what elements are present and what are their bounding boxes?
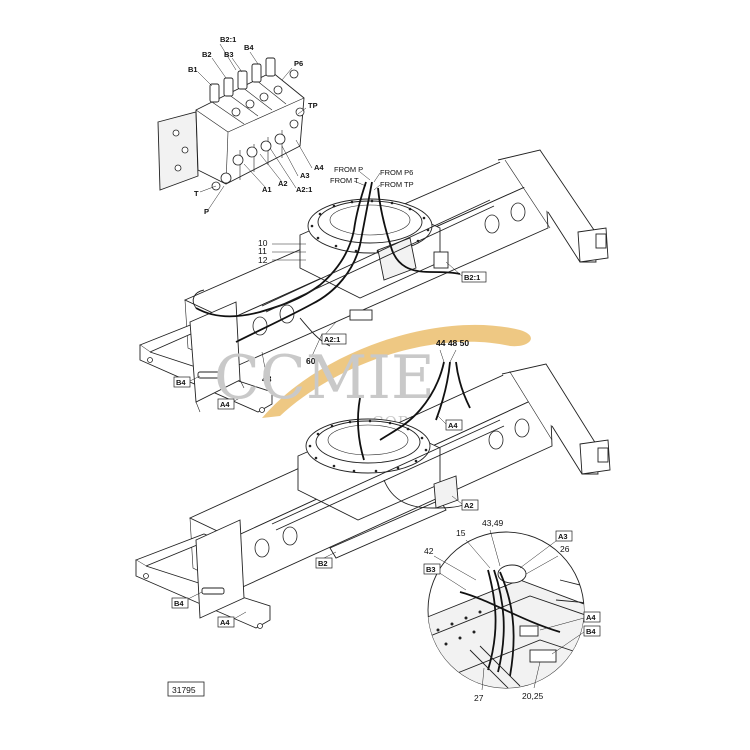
label-a2-1: A2:1 (296, 185, 312, 194)
watermark-swoosh (262, 324, 531, 418)
label-from-p6: FROM P6 (380, 168, 413, 177)
ref-b4-lower: B4 (174, 599, 184, 608)
ref-20-25: 20,25 (522, 691, 544, 701)
label-tp: TP (308, 101, 318, 110)
lower-hoses (271, 361, 505, 531)
drawing-number-box: 31795 (167, 681, 205, 697)
ref-44-48-50: 44 48 50 (436, 338, 469, 348)
flow-labels: FROM P FROM P6 FROM T FROM TP (330, 165, 414, 191)
upper-hoses (192, 181, 495, 347)
watermark-brand: CCMIE (214, 343, 435, 413)
ref-12: 12 (258, 255, 268, 265)
label-from-t: FROM T (330, 176, 359, 185)
ref-a4-upper: A4 (220, 400, 230, 409)
ref-a4-lower: A4 (220, 618, 230, 627)
label-b2-1: B2:1 (220, 35, 236, 44)
ref-b4-upper: B4 (176, 378, 186, 387)
label-b1: B1 (188, 65, 198, 74)
drawing-number: 31795 (172, 685, 196, 695)
ref-a2-1: A2:1 (324, 335, 340, 344)
ref-27: 27 (474, 693, 484, 703)
upper-chassis-frame (139, 149, 609, 413)
ref-48: 48 (262, 374, 272, 384)
ref-43-49: 43,49 (482, 518, 504, 528)
detail-callouts: 43,49 15 A3 42 26 B3 A4 B4 27 20,25 (423, 518, 601, 703)
label-from-tp: FROM TP (380, 180, 414, 189)
label-p: P (204, 207, 209, 216)
ref-15: 15 (456, 528, 466, 538)
detail-view (427, 531, 585, 689)
ref-a2-lower: A2 (464, 501, 474, 510)
ref-60: 60 (306, 356, 316, 366)
label-a2: A2 (278, 179, 288, 188)
label-a3: A3 (300, 171, 310, 180)
ref-b4-detail: B4 (586, 627, 596, 636)
lower-chassis-frame (134, 363, 611, 629)
control-valve-assembly (157, 43, 313, 211)
ref-10: 10 (258, 238, 268, 248)
label-from-p: FROM P (334, 165, 363, 174)
ref-a4-detail: A4 (586, 613, 596, 622)
label-b4: B4 (244, 43, 254, 52)
ref-11: 11 (258, 246, 267, 256)
valve-port-labels: B2:1 B4 B2 B3 B1 P6 TP A4 A3 A2:1 A2 A1 … (188, 35, 324, 216)
label-t: T (194, 189, 199, 198)
upper-callouts: 10 11 12 B2:1 A2:1 60 48 B4 A4 (173, 238, 487, 410)
ref-b3-detail: B3 (426, 565, 436, 574)
lower-callouts: 44 48 50 A4 A2 B2 B4 A4 (171, 338, 479, 628)
ref-b2-1: B2:1 (464, 273, 480, 282)
ref-26: 26 (560, 544, 570, 554)
label-a1: A1 (262, 185, 272, 194)
label-b3: B3 (224, 50, 234, 59)
ref-42: 42 (424, 546, 434, 556)
label-a4: A4 (314, 163, 324, 172)
label-b2: B2 (202, 50, 212, 59)
ref-a4-lower-top: A4 (448, 421, 458, 430)
ref-b2-lower: B2 (318, 559, 328, 568)
ref-a3-detail: A3 (558, 532, 568, 541)
label-p6: P6 (294, 59, 303, 68)
